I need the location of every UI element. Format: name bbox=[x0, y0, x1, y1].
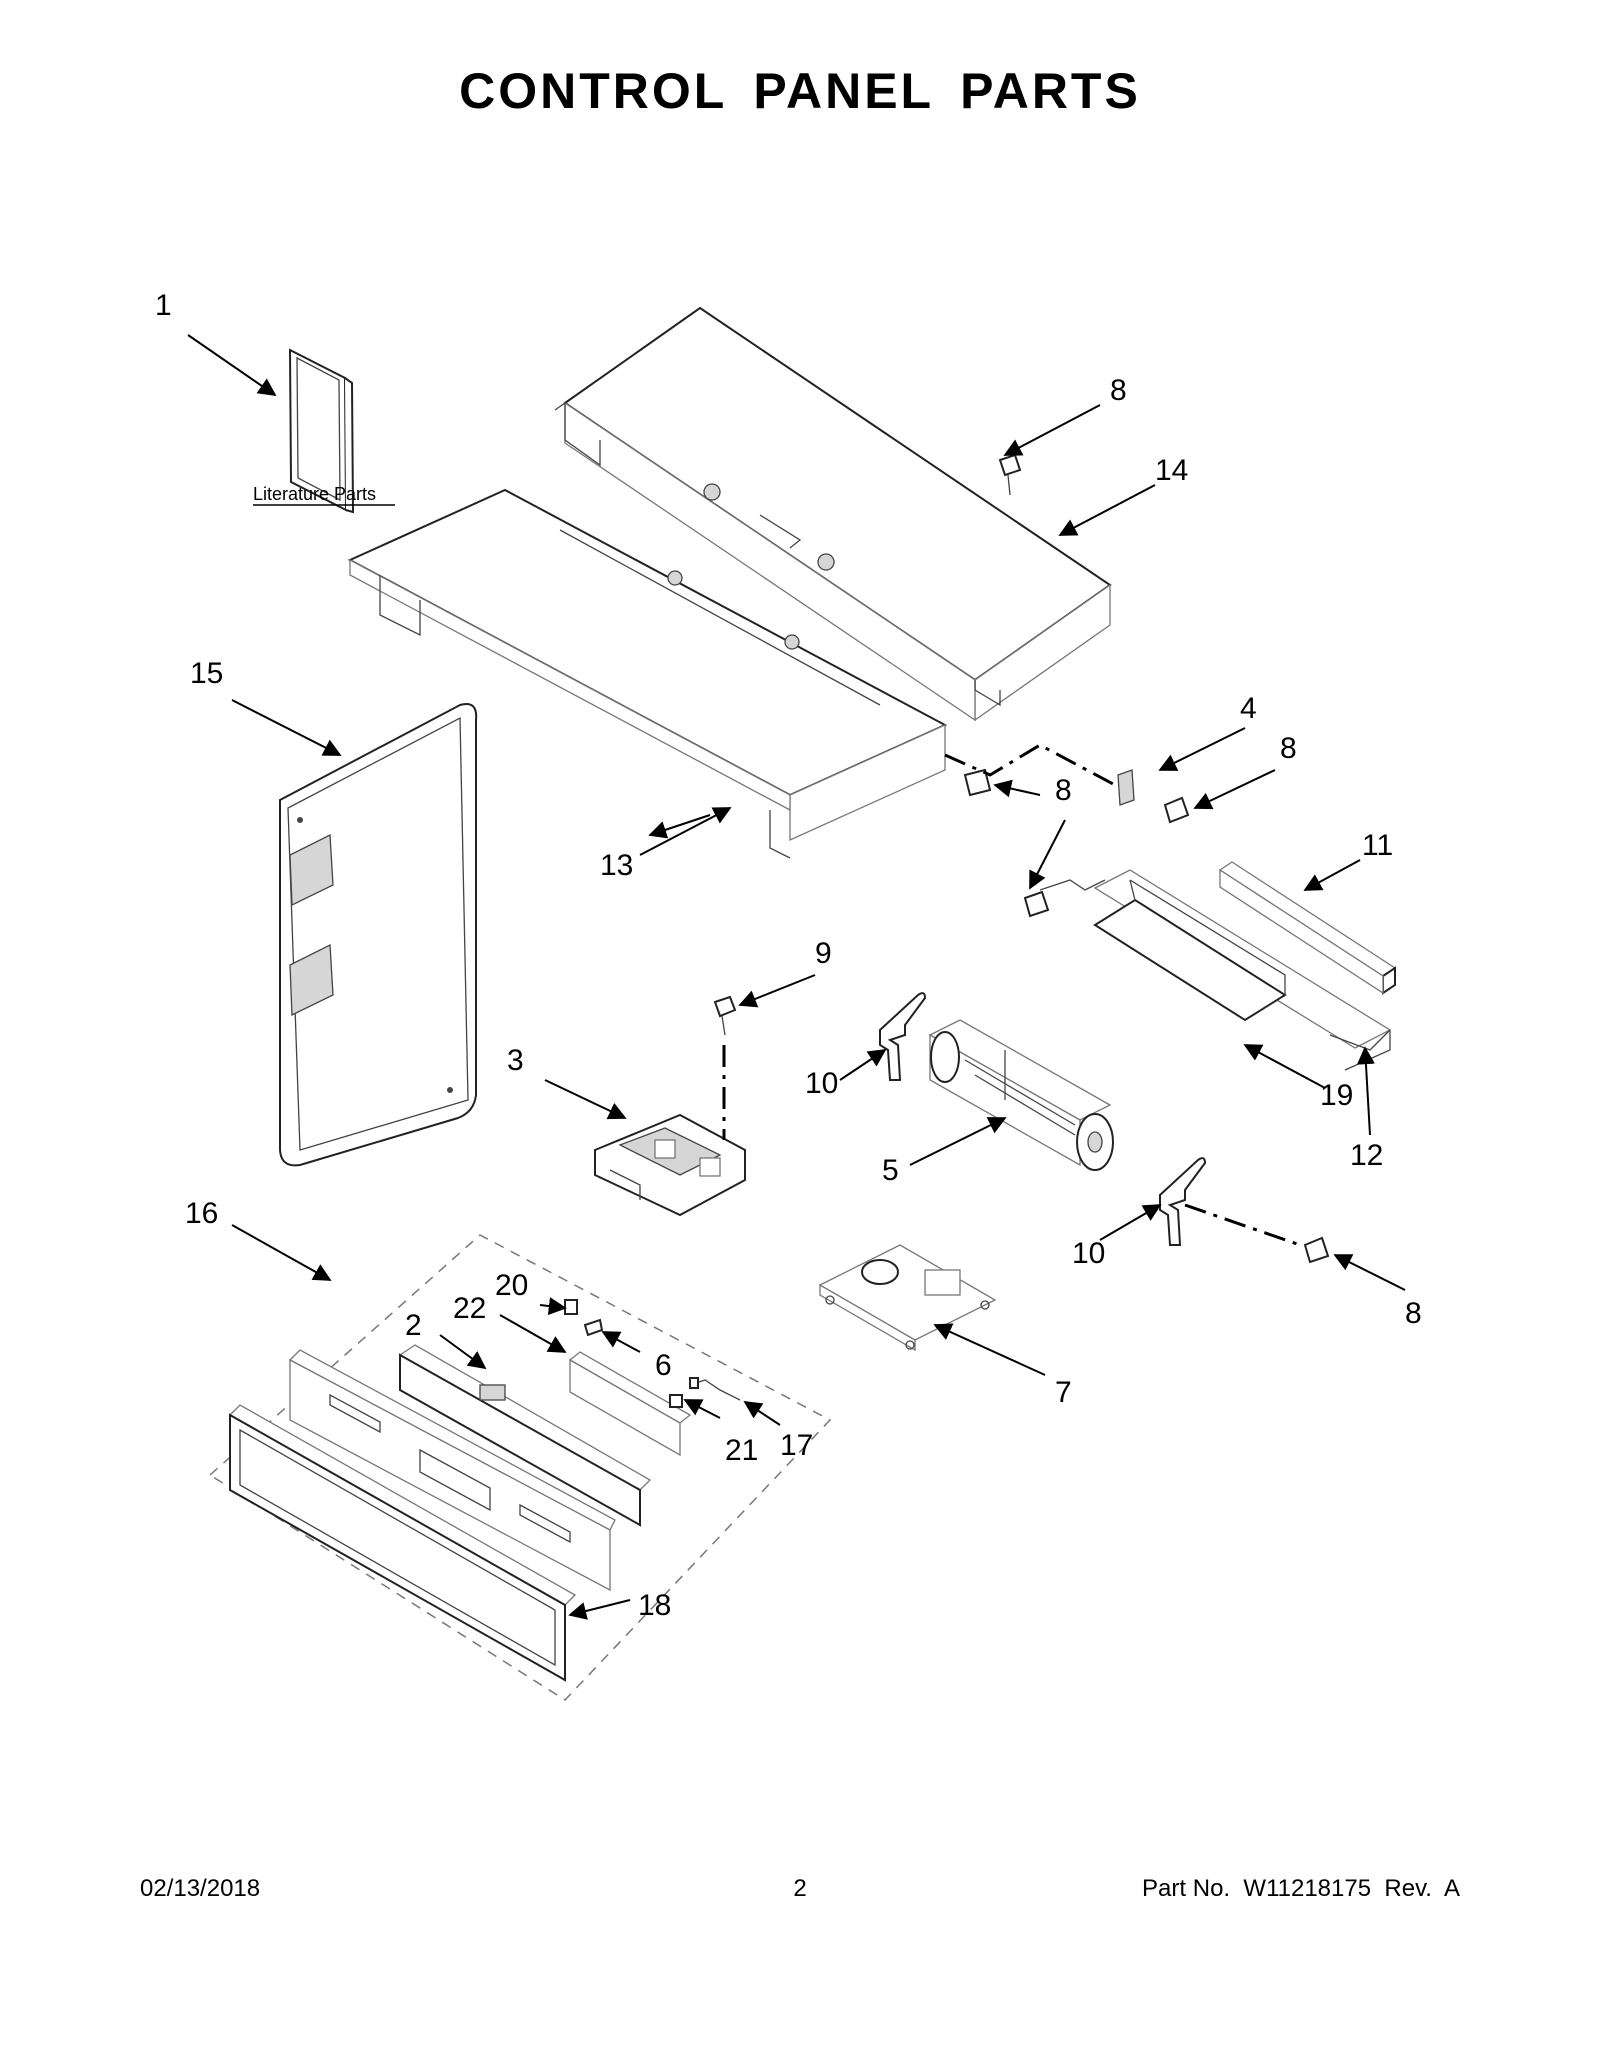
display-panel bbox=[288, 1349, 616, 1592]
callout-12: 12 bbox=[1350, 1139, 1383, 1172]
bracket-10-left bbox=[879, 992, 927, 1081]
callout-4: 4 bbox=[1240, 692, 1257, 725]
literature-parts-label: Literature Parts bbox=[253, 484, 376, 504]
upper-cover bbox=[554, 306, 1112, 722]
callout-20: 20 bbox=[495, 1269, 528, 1302]
callout-7: 7 bbox=[1055, 1376, 1072, 1409]
callout-10-a: 10 bbox=[805, 1067, 838, 1100]
footer-page-number: 2 bbox=[793, 1875, 807, 1902]
screw-9 bbox=[713, 995, 737, 1036]
callout-10-b: 10 bbox=[1072, 1237, 1105, 1270]
screw-8-d bbox=[1023, 890, 1050, 918]
literature-booklet: Literature Parts bbox=[253, 348, 395, 514]
wire-17 bbox=[689, 1377, 741, 1401]
side-panel bbox=[279, 703, 478, 1167]
callout-11: 11 bbox=[1362, 829, 1393, 862]
gasket-strip-11 bbox=[1218, 861, 1397, 995]
callout-15: 15 bbox=[190, 657, 223, 690]
callout-6: 6 bbox=[655, 1349, 672, 1382]
callout-3: 3 bbox=[507, 1044, 524, 1077]
control-panel-frame-18 bbox=[228, 1404, 577, 1682]
callout-9: 9 bbox=[815, 937, 832, 970]
callout-8-c: 8 bbox=[1055, 774, 1072, 807]
screw-8-a bbox=[998, 453, 1022, 496]
power-board-7 bbox=[818, 1244, 997, 1352]
callout-17: 17 bbox=[780, 1429, 813, 1462]
blower-fan bbox=[928, 1019, 1114, 1171]
footer-part-number: Part No. W11218175 Rev. A bbox=[1142, 1875, 1460, 1902]
callout-22: 22 bbox=[453, 1292, 486, 1325]
assembly-16-outline bbox=[208, 1234, 832, 1701]
callout-18: 18 bbox=[638, 1589, 671, 1622]
callout-21: 21 bbox=[725, 1434, 758, 1467]
callout-5: 5 bbox=[882, 1154, 899, 1187]
wire-harness-8 bbox=[1039, 879, 1106, 891]
circuit-board-2 bbox=[398, 1344, 652, 1527]
screw-6 bbox=[583, 1318, 604, 1337]
callout-8-b: 8 bbox=[1280, 732, 1297, 765]
callout-13: 13 bbox=[600, 849, 633, 882]
callout-16: 16 bbox=[185, 1197, 218, 1230]
control-board-housing bbox=[594, 1113, 746, 1217]
callout-14: 14 bbox=[1155, 454, 1188, 487]
screw-8-e bbox=[1303, 1236, 1330, 1264]
sensor-21 bbox=[669, 1394, 683, 1408]
screw-8-b bbox=[963, 768, 992, 797]
heat-shield-19 bbox=[1093, 879, 1287, 1022]
callout-1: 1 bbox=[155, 289, 172, 322]
callout-2: 2 bbox=[405, 1309, 422, 1342]
lower-panel bbox=[347, 488, 948, 859]
callout-labels: 1 8 14 15 4 8 8 13 11 9 3 10 19 5 12 16 … bbox=[155, 289, 1422, 1622]
page-title: CONTROL PANEL PARTS bbox=[459, 63, 1141, 119]
bracket-10-right bbox=[1159, 1157, 1207, 1246]
callout-8-a: 8 bbox=[1110, 374, 1127, 407]
leader-arrows bbox=[187, 334, 1406, 1620]
clip-4 bbox=[1117, 769, 1135, 806]
callout-8-d: 8 bbox=[1405, 1297, 1422, 1330]
dash-line-10 bbox=[1184, 1203, 1301, 1247]
callout-19: 19 bbox=[1320, 1079, 1353, 1112]
screw-8-c bbox=[1163, 796, 1190, 824]
footer-date: 02/13/2018 bbox=[140, 1875, 261, 1902]
connector-20 bbox=[564, 1299, 578, 1315]
